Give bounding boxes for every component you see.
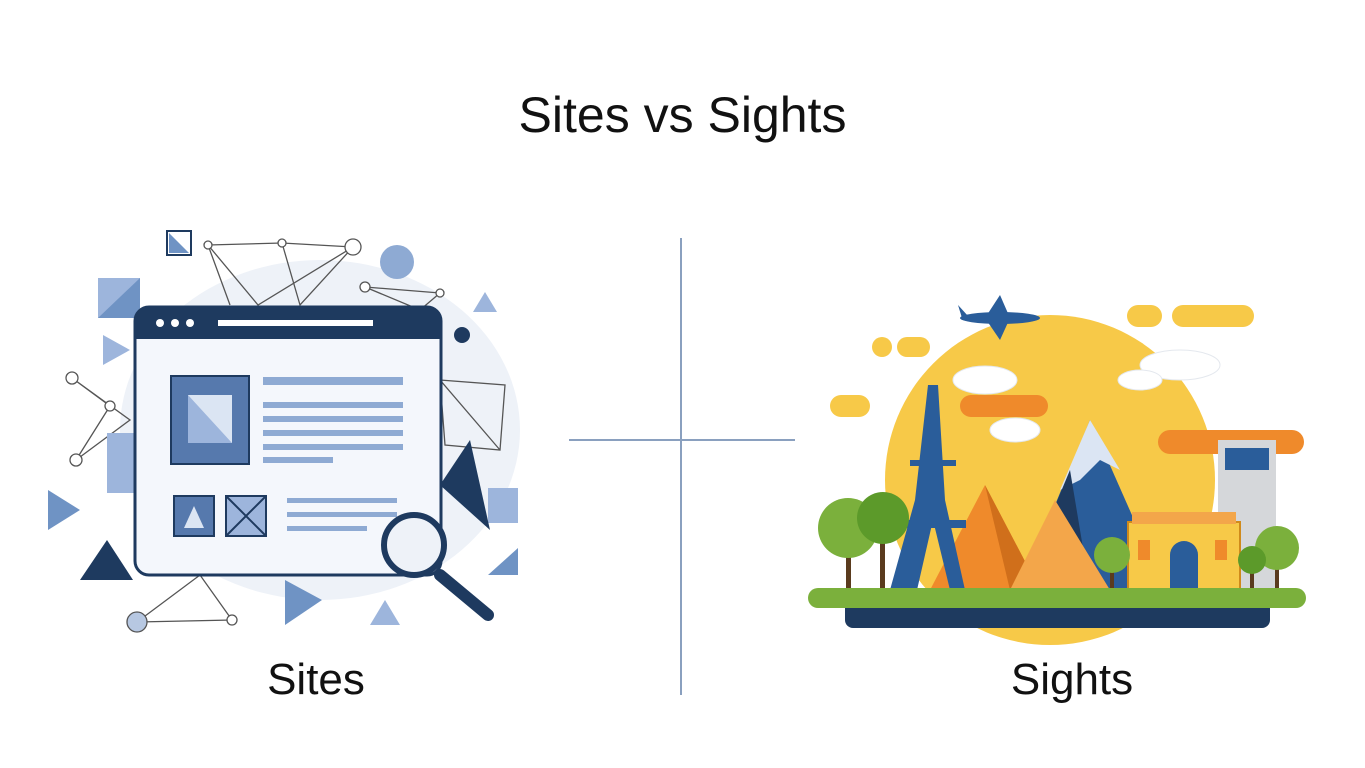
sites-illustration (48, 230, 520, 633)
trees-icon (818, 492, 1299, 590)
sights-illustration (808, 295, 1306, 645)
sites-label: Sites (267, 655, 365, 704)
sights-label: Sights (1010, 655, 1134, 704)
eiffel-tower-icon (890, 385, 966, 590)
airplane-icon (958, 295, 1040, 340)
magnifier-icon (381, 512, 494, 621)
browser-window-icon (133, 305, 443, 577)
page-title: Sites vs Sights (518, 87, 847, 143)
